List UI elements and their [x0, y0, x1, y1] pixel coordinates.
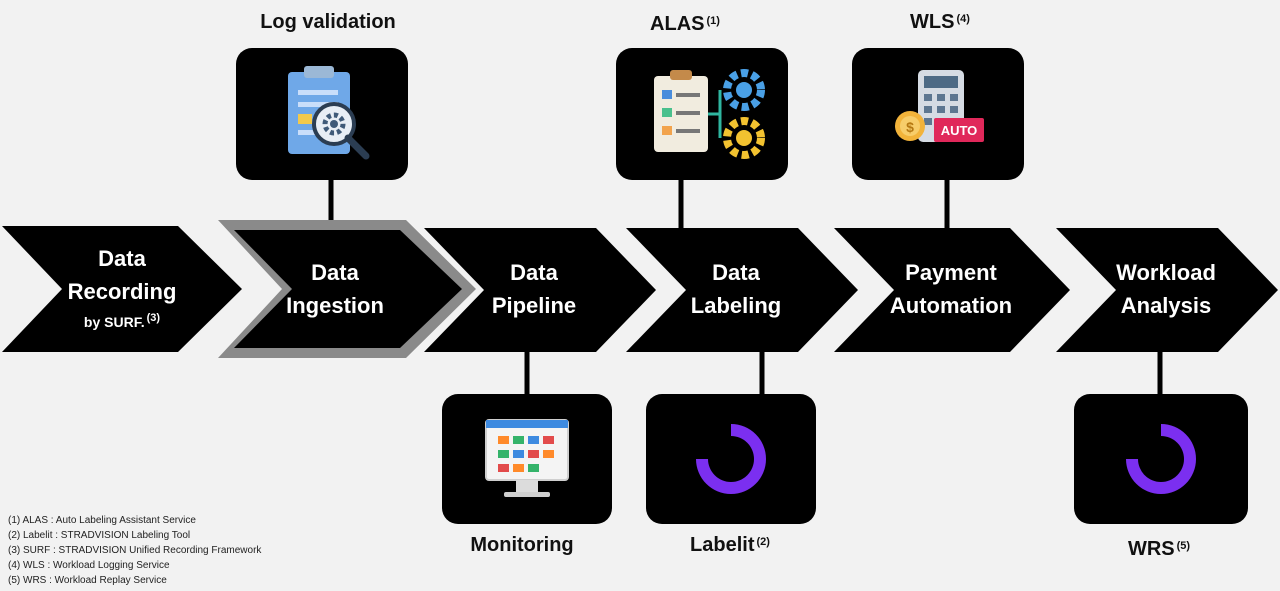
footnote-legend: (1) ALAS : Auto Labeling Assistant Servi… — [8, 513, 261, 588]
stage-label-data-labeling: Data Labeling — [690, 260, 782, 318]
legend-item: (2) Labelit : STRADVISION Labeling Tool — [8, 530, 191, 541]
tool-label-text: ALAS — [650, 13, 705, 35]
tool-label-text: WRS — [1127, 538, 1175, 560]
auto-badge-text: AUTO — [941, 123, 978, 138]
svg-text:$: $ — [906, 119, 914, 135]
tool-box-wrs — [1074, 394, 1248, 524]
tool-label-ref: (5) — [1176, 540, 1191, 552]
legend-item: (3) SURF : STRADVISION Unified Recording… — [8, 545, 262, 556]
clipboard-magnifier-gear-icon — [288, 66, 370, 160]
monitor-dashboard-icon — [485, 419, 569, 497]
calculator-coin-auto-icon: $ AUTO — [895, 70, 984, 142]
tool-label-wls: WLS(4) — [880, 11, 1000, 34]
chevron-data-labeling — [626, 228, 858, 352]
stage-sub-text: by SURF. — [83, 314, 145, 330]
tool-label-ref: (4) — [956, 13, 970, 25]
chevron-data-pipeline — [424, 228, 656, 352]
tool-label-wrs: WRS(5) — [1104, 538, 1214, 561]
stage-label-workload-analysis: Workload Analysis — [1116, 260, 1216, 318]
tool-label-ref: (1) — [706, 15, 720, 27]
stage-label-data-ingestion: Data Ingestion — [286, 260, 384, 318]
tool-box-labelit — [646, 394, 816, 524]
stage-label-data-pipeline: Data Pipeline — [491, 260, 577, 318]
tool-label-labelit: Labelit(2) — [660, 534, 800, 557]
tool-label-log-validation: Log validation — [228, 11, 428, 34]
tool-label-text: Labelit — [690, 534, 755, 556]
tool-label-text: WLS — [910, 11, 955, 33]
legend-item: (4) WLS : Workload Logging Service — [8, 560, 170, 571]
chevron-workload-analysis — [1056, 228, 1278, 352]
chevron-data-ingestion — [234, 230, 462, 348]
checklist-gears-icon — [654, 69, 765, 159]
tool-label-text: Log validation — [260, 11, 396, 33]
tool-box-monitoring — [442, 394, 612, 524]
tool-label-monitoring: Monitoring — [452, 534, 592, 557]
legend-item: (1) ALAS : Auto Labeling Assistant Servi… — [8, 515, 196, 526]
labelit-logo-icon — [696, 424, 766, 494]
stage-sub-ref: (3) — [146, 312, 161, 324]
stage-sub-data-recording: by SURF.(3) — [62, 312, 182, 330]
stage-label-payment-automation: Payment Automation — [889, 260, 1013, 318]
wrs-logo-icon — [1126, 424, 1196, 494]
tool-label-text: Monitoring — [470, 534, 574, 556]
tool-box-alas — [616, 48, 788, 180]
tool-label-ref: (2) — [756, 536, 770, 548]
tool-box-log-validation — [236, 48, 408, 180]
stage-label-data-recording: Data Recording — [67, 246, 177, 304]
tool-label-alas: ALAS(1) — [620, 13, 750, 36]
chevron-data-recording — [2, 226, 242, 352]
tool-box-wls: $ AUTO — [852, 48, 1024, 180]
legend-item: (5) WRS : Workload Replay Service — [8, 575, 167, 586]
chevron-payment-automation — [834, 228, 1070, 352]
